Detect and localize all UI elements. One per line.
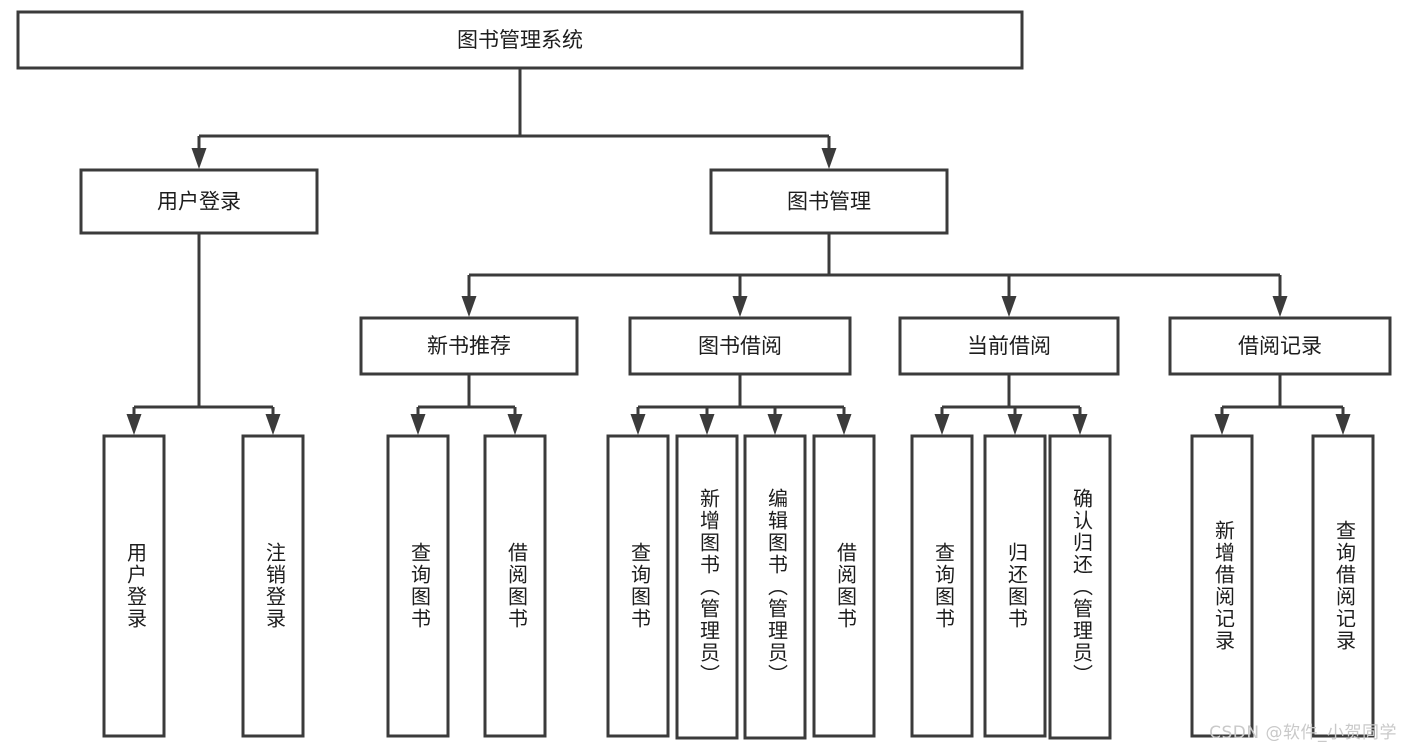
node-box-new-book-rec[interactable] (359, 316, 579, 376)
node-box-leaf-confirm-return[interactable] (1048, 434, 1112, 740)
node-label-leaf-query-book-3: 查询图书 (932, 542, 956, 630)
node-box-leaf-query-book-2[interactable] (606, 434, 670, 738)
node-box-leaf-borrow-book-2[interactable] (812, 434, 876, 738)
node-label-leaf-query-book-2: 查询图书 (628, 542, 652, 630)
node-label-user-login: 用户登录 (157, 190, 241, 214)
node-book-borrow[interactable]: 图书借阅 (628, 316, 852, 376)
node-label-leaf-return-book: 归还图书 (1005, 542, 1029, 630)
node-label-current-borrow: 当前借阅 (967, 334, 1051, 358)
node-user-login[interactable]: 用户登录 (79, 168, 319, 235)
node-leaf-borrow-book-2[interactable]: 借阅图书 (812, 434, 876, 738)
node-label-leaf-query-book-1: 查询图书 (408, 542, 432, 630)
node-box-book-borrow[interactable] (628, 316, 852, 376)
node-label-leaf-edit-book: 编辑图书（管理员） (765, 488, 789, 686)
node-box-leaf-return-book[interactable] (983, 434, 1047, 738)
node-box-current-borrow[interactable] (898, 316, 1120, 376)
node-label-leaf-add-record: 新增借阅记录 (1212, 520, 1236, 652)
node-box-borrow-record[interactable] (1168, 316, 1392, 376)
node-leaf-query-record[interactable]: 查询借阅记录 (1311, 434, 1375, 738)
connector-group-book-borrow (630, 374, 852, 435)
node-box-leaf-add-book[interactable] (675, 434, 739, 740)
node-label-leaf-add-book: 新增图书（管理员） (697, 488, 721, 686)
node-leaf-add-book[interactable]: 新增图书（管理员） (675, 434, 739, 740)
node-label-leaf-borrow-book-1: 借阅图书 (505, 542, 529, 630)
node-leaf-edit-book[interactable]: 编辑图书（管理员） (743, 434, 807, 740)
node-root[interactable]: 图书管理系统 (16, 10, 1024, 70)
node-label-borrow-record: 借阅记录 (1238, 334, 1322, 358)
node-leaf-query-book-3[interactable]: 查询图书 (910, 434, 974, 738)
node-label-leaf-confirm-return: 确认归还（管理员） (1070, 488, 1094, 686)
node-label-leaf-logout: 注销登录 (263, 542, 287, 630)
node-book-manage[interactable]: 图书管理 (709, 168, 949, 235)
node-borrow-record[interactable]: 借阅记录 (1168, 316, 1392, 376)
node-box-leaf-add-record[interactable] (1190, 434, 1254, 738)
connector-group-root (191, 68, 837, 169)
node-current-borrow[interactable]: 当前借阅 (898, 316, 1120, 376)
connector-group-borrow-record (1214, 374, 1351, 435)
connector-group-user-login (126, 233, 281, 435)
node-box-leaf-borrow-book-1[interactable] (483, 434, 547, 738)
node-leaf-add-record[interactable]: 新增借阅记录 (1190, 434, 1254, 738)
node-box-leaf-query-book-3[interactable] (910, 434, 974, 738)
node-leaf-query-book-1[interactable]: 查询图书 (386, 434, 450, 738)
connector-group-current-borrow (934, 374, 1088, 435)
connector-group-book-manage (461, 233, 1288, 317)
node-label-leaf-borrow-book-2: 借阅图书 (834, 542, 858, 630)
node-leaf-query-book-2[interactable]: 查询图书 (606, 434, 670, 738)
node-label-book-borrow: 图书借阅 (698, 334, 782, 358)
node-box-root[interactable] (16, 10, 1024, 70)
node-label-root: 图书管理系统 (457, 28, 583, 52)
node-label-book-manage: 图书管理 (787, 190, 871, 214)
connector-group-new-book-rec (410, 374, 523, 435)
node-box-leaf-edit-book[interactable] (743, 434, 807, 740)
node-box-leaf-query-record[interactable] (1311, 434, 1375, 738)
node-leaf-borrow-book-1[interactable]: 借阅图书 (483, 434, 547, 738)
node-leaf-user-login[interactable]: 用户登录 (102, 434, 166, 738)
node-box-user-login[interactable] (79, 168, 319, 235)
node-label-leaf-query-record: 查询借阅记录 (1333, 520, 1357, 652)
node-new-book-rec[interactable]: 新书推荐 (359, 316, 579, 376)
node-leaf-confirm-return[interactable]: 确认归还（管理员） (1048, 434, 1112, 740)
node-box-leaf-query-book-1[interactable] (386, 434, 450, 738)
node-box-book-manage[interactable] (709, 168, 949, 235)
node-box-leaf-user-login[interactable] (102, 434, 166, 738)
node-label-leaf-user-login: 用户登录 (124, 542, 148, 630)
node-box-leaf-logout[interactable] (241, 434, 305, 738)
node-label-new-book-rec: 新书推荐 (427, 334, 511, 358)
node-leaf-return-book[interactable]: 归还图书 (983, 434, 1047, 738)
node-leaf-logout[interactable]: 注销登录 (241, 434, 305, 738)
connector-layer (126, 68, 1351, 435)
node-layer: 图书管理系统用户登录图书管理新书推荐图书借阅当前借阅借阅记录用户登录注销登录查询… (16, 10, 1392, 740)
